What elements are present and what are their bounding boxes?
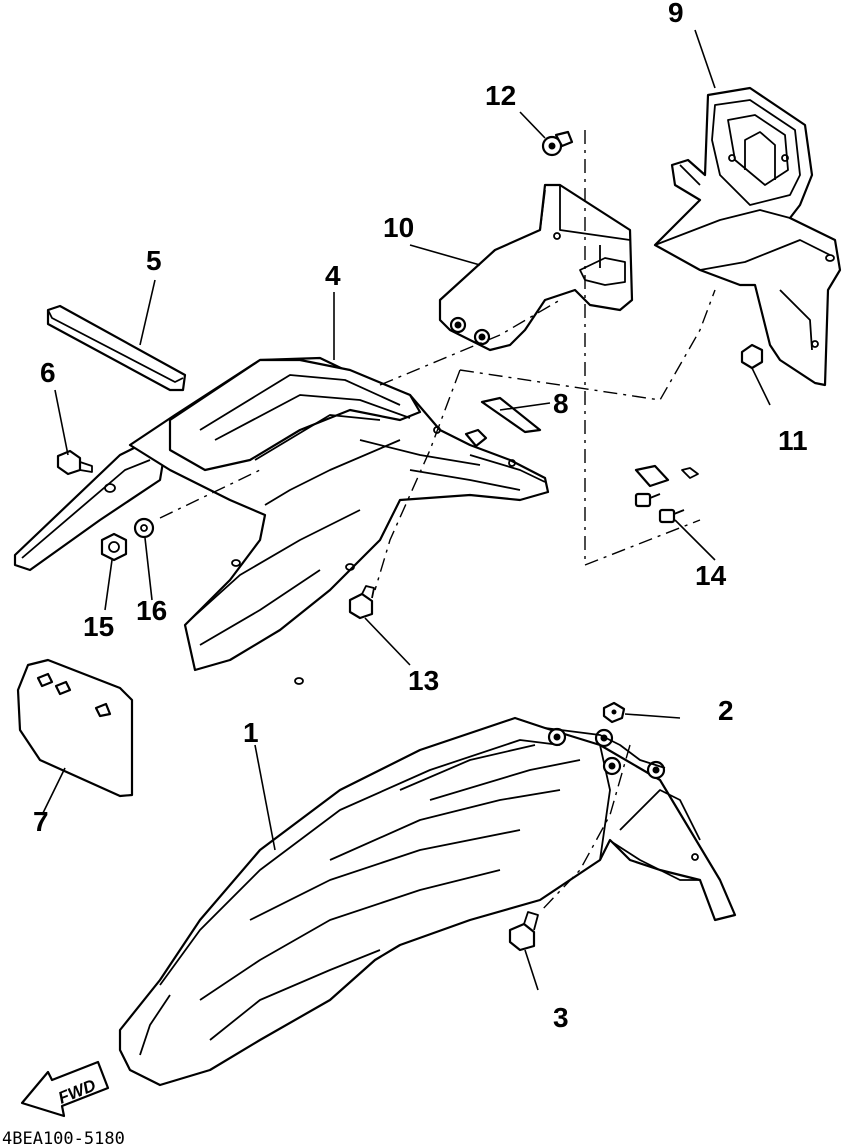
- callout-numbers: 1 2 3 4 5 6 7 8 9 10 11 12 13 14 15 16: [33, 0, 808, 1033]
- part-5-flap: [46, 304, 187, 392]
- callout-14: 14: [695, 560, 727, 591]
- callout-13: 13: [408, 665, 439, 696]
- part-12-screw: [541, 130, 574, 157]
- part-3-bolt: [508, 911, 539, 952]
- part-16-washer: [133, 517, 155, 539]
- callout-8: 8: [553, 388, 569, 419]
- callout-9: 9: [668, 0, 684, 28]
- callout-11: 11: [778, 425, 808, 456]
- callout-5: 5: [146, 245, 162, 276]
- part-7-side-plate: [16, 658, 134, 798]
- part-10-bracket: [438, 183, 634, 352]
- assembly-lines: [159, 130, 716, 913]
- leader-lines: [41, 29, 771, 991]
- part-11-grommet: [740, 343, 764, 370]
- part-2-nut: [602, 701, 626, 724]
- drawing-code: 4BEA100-5180: [2, 1129, 125, 1148]
- callout-3: 3: [553, 1002, 569, 1033]
- part-6-bolt: [56, 449, 93, 476]
- callout-10: 10: [383, 212, 414, 243]
- callout-6: 6: [40, 357, 56, 388]
- callout-12: 12: [485, 80, 516, 111]
- callout-15: 15: [83, 611, 114, 642]
- fwd-arrow: FWD: [20, 1060, 110, 1118]
- part-15-nut: [100, 532, 128, 562]
- part-9-plate-holder: [653, 86, 842, 387]
- part-13-bolt: [348, 585, 375, 620]
- part-14-bolts: [634, 464, 699, 524]
- callout-7: 7: [33, 806, 49, 837]
- callout-2: 2: [718, 695, 734, 726]
- part-8-label: [480, 396, 542, 434]
- fwd-arrow-icon: [20, 1060, 110, 1118]
- callout-4: 4: [325, 260, 341, 291]
- callout-16: 16: [136, 595, 167, 626]
- part-4-rear-fender: [13, 356, 550, 685]
- part-1-front-fender: [118, 716, 737, 1087]
- callout-1: 1: [243, 717, 259, 748]
